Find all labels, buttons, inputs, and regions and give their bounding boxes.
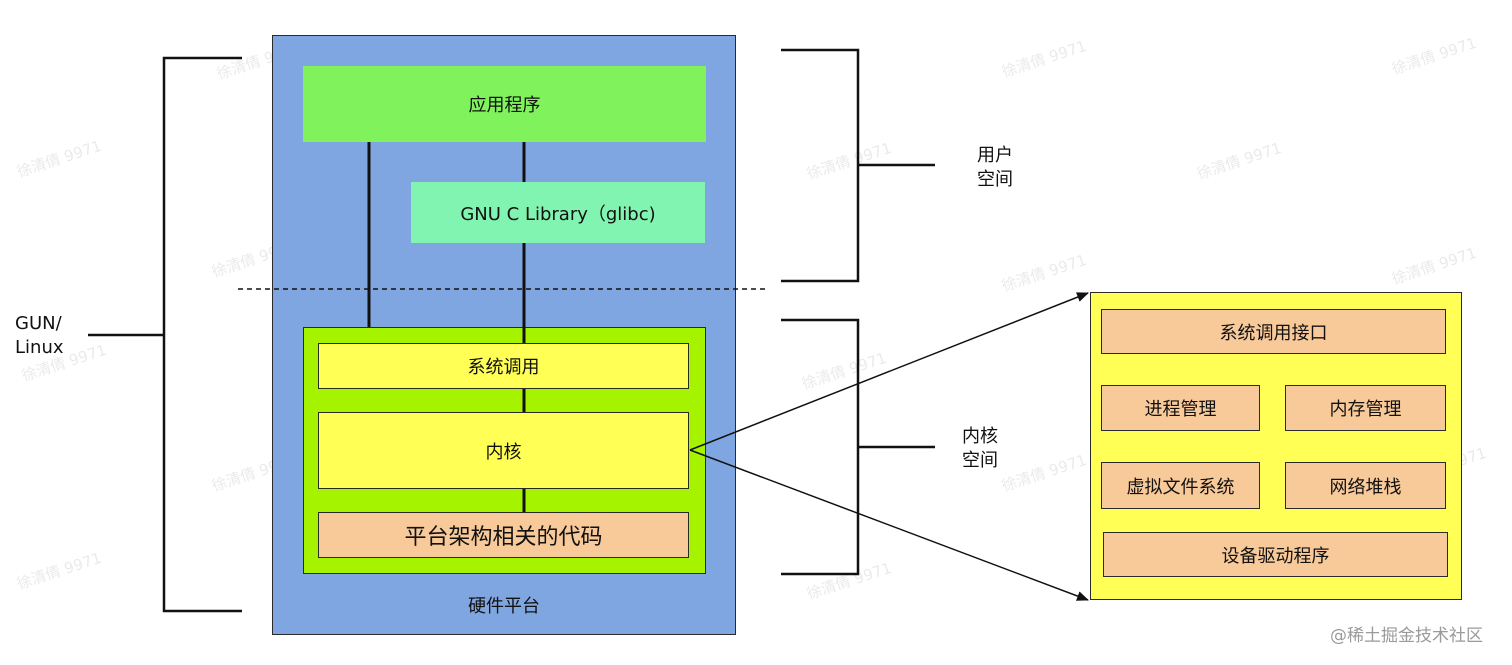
memory-mgmt-box: 内存管理 xyxy=(1285,385,1446,431)
system-call-label: 系统调用 xyxy=(467,357,540,378)
gnu-linux-label: GUN/ Linux xyxy=(15,312,64,360)
glibc-box: GNU C Library（glibc) xyxy=(411,182,705,243)
vfs-box: 虚拟文件系统 xyxy=(1101,462,1260,509)
user-space-bracket xyxy=(781,48,860,283)
process-mgmt-label: 进程管理 xyxy=(1144,399,1217,420)
arch-code-box: 平台架构相关的代码 xyxy=(318,512,689,558)
syscall-interface-label: 系统调用接口 xyxy=(1219,322,1328,344)
kernel-space-label-line1: 内核 xyxy=(962,426,998,447)
kernel-space-label-line2: 空间 xyxy=(962,450,998,471)
drivers-label: 设备驱动程序 xyxy=(1221,545,1330,567)
net-stack-box: 网络堆栈 xyxy=(1285,462,1446,509)
user-space-label: 用户 空间 xyxy=(977,144,1013,192)
kernel-space-label: 内核 空间 xyxy=(962,425,998,473)
footer-source: @稀土掘金技术社区 xyxy=(1330,626,1483,646)
syscall-interface-box: 系统调用接口 xyxy=(1101,309,1446,354)
user-space-label-line1: 用户 xyxy=(977,145,1013,166)
arch-code-label: 平台架构相关的代码 xyxy=(404,525,603,550)
net-stack-label: 网络堆栈 xyxy=(1329,476,1402,498)
hardware-platform-label: 硬件平台 xyxy=(468,596,540,617)
kernel-box: 内核 xyxy=(318,412,689,489)
expand-arrow-top xyxy=(689,292,1089,451)
gnu-linux-label-line1: GUN/ xyxy=(15,313,62,334)
memory-mgmt-label: 内存管理 xyxy=(1329,399,1402,420)
user-space-label-line2: 空间 xyxy=(977,169,1013,190)
gnu-linux-bracket xyxy=(162,56,242,613)
application-label: 应用程序 xyxy=(468,95,541,116)
kernel-space-bracket xyxy=(781,318,860,576)
vfs-label: 虚拟文件系统 xyxy=(1126,476,1235,498)
drivers-box: 设备驱动程序 xyxy=(1103,532,1448,577)
glibc-label: GNU C Library（glibc) xyxy=(460,203,656,225)
expand-arrow-bottom xyxy=(689,449,1089,601)
gnu-linux-label-line2: Linux xyxy=(15,337,64,358)
process-mgmt-box: 进程管理 xyxy=(1101,385,1260,431)
application-box: 应用程序 xyxy=(303,66,706,142)
system-call-box: 系统调用 xyxy=(318,343,689,389)
kernel-label: 内核 xyxy=(485,441,522,463)
